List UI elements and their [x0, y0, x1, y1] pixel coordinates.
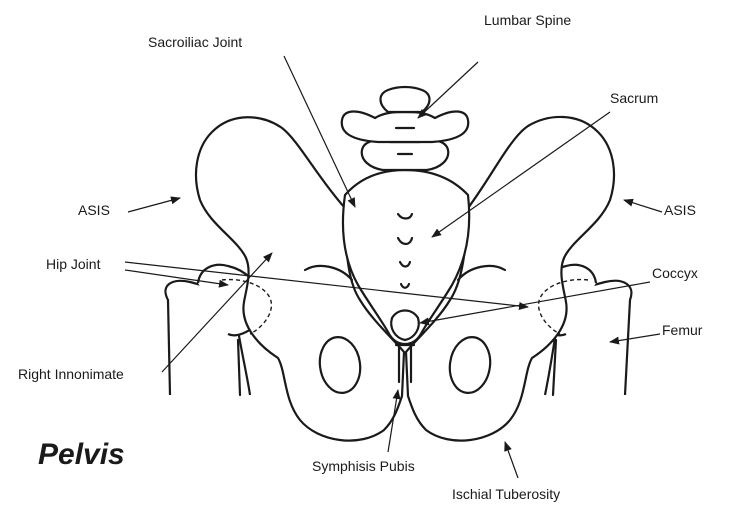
- pointer-asis-left: [128, 198, 180, 212]
- label-hip-joint: Hip Joint: [46, 256, 100, 272]
- label-sacrum: Sacrum: [610, 90, 658, 106]
- coccyx: [391, 311, 419, 341]
- pubic-symphysis: [396, 345, 414, 382]
- label-lumbar-spine: Lumbar Spine: [484, 12, 571, 28]
- label-symphisis-pubis: Symphisis Pubis: [312, 458, 415, 474]
- diagram-title: Pelvis: [38, 438, 125, 472]
- label-coccyx: Coccyx: [652, 265, 698, 281]
- pointer-ischial-tuberosity: [505, 442, 518, 478]
- label-right-innominate: Right Innonimate: [18, 366, 124, 382]
- lumbar-spine: [342, 87, 468, 170]
- label-femur: Femur: [662, 322, 702, 338]
- label-sacroiliac-joint: Sacroiliac Joint: [148, 34, 242, 50]
- label-asis-right: ASIS: [664, 202, 696, 218]
- pointer-lumbar-spine: [418, 62, 478, 118]
- label-asis-left: ASIS: [78, 202, 110, 218]
- pointer-asis-right: [624, 200, 662, 212]
- label-ischial-tuberosity: Ischial Tuberosity: [452, 486, 560, 502]
